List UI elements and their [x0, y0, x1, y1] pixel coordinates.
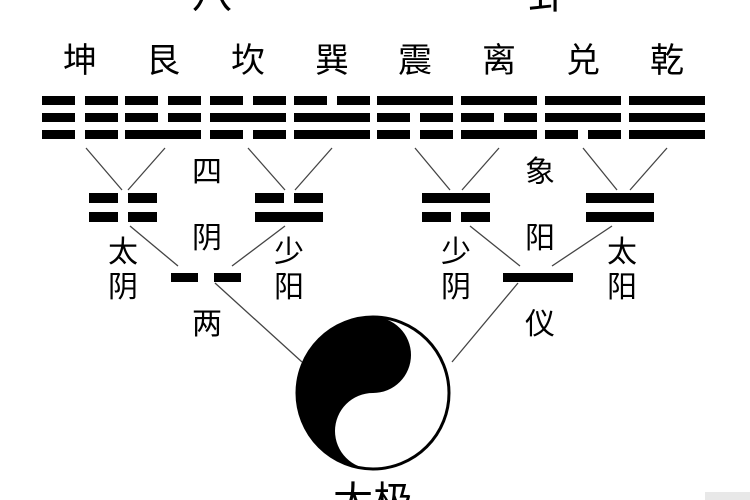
trigram-kan-line-1-yin-right — [253, 130, 286, 139]
connector-lines — [85, 147, 668, 363]
trigram-li-line-2-yin-left — [461, 113, 494, 122]
watermark-bar — [705, 492, 750, 500]
trigram-xun-line-2-yang — [294, 113, 370, 122]
taiyang-char-1: 太 — [607, 235, 637, 270]
trigram-kun-line-2-yin-right — [85, 113, 118, 122]
trigram-name-xun: 巽 — [315, 41, 349, 81]
two-modes-symbols — [171, 273, 573, 282]
four-image-shaoyang-line-1-yang — [255, 212, 323, 222]
trigram-name-dui: 兑 — [566, 41, 600, 81]
taiyang-char-2: 阳 — [607, 270, 637, 305]
trigram-gen-line-3-yin-left — [125, 96, 158, 105]
trigram-dui-line-2-yang — [545, 113, 621, 122]
four-image-shaoyang-line-2-yin-left — [255, 193, 284, 203]
trigram-li-line-2-yin-right — [504, 113, 537, 122]
trigram-dui-line-3-yang — [545, 96, 621, 105]
four-image-taiyang-line-1-yang — [586, 212, 654, 222]
trigram-qian-line-3-yang — [629, 96, 705, 105]
four-image-taiyin-line-1-yin-left — [89, 212, 118, 222]
two-mode-yin-line-1-yin-right — [214, 273, 241, 282]
four-images-label-si: 四 — [192, 155, 222, 190]
trigram-xun-line-1-yang — [294, 130, 370, 139]
trigram-kun-line-2-yin-left — [42, 113, 75, 122]
trigram-kun-line-1-yin-left — [42, 130, 75, 139]
header-eight: 八 — [192, 0, 232, 18]
trigram-kan-line-3-yin-left — [210, 96, 243, 105]
four-image-taiyin-line-1-yin-right — [128, 212, 157, 222]
trigram-li-line-3-yang — [461, 96, 537, 105]
trigram-zhen-line-2-yin-right — [420, 113, 453, 122]
header-trigrams: 卦 — [528, 0, 568, 18]
trigram-kan-line-1-yin-left — [210, 130, 243, 139]
trigram-name-kan: 坎 — [231, 41, 265, 81]
four-image-taiyang-line-2-yang — [586, 193, 654, 203]
four-image-shaoyin-line-1-yin-left — [422, 212, 451, 222]
shaoyang-char-1: 少 — [274, 235, 304, 270]
trigram-name-kun: 坤 — [63, 41, 97, 81]
trigram-name-li: 离 — [482, 41, 516, 81]
four-image-name-shaoyang: 少 阳 — [274, 235, 304, 305]
trigram-qian-line-2-yang — [629, 113, 705, 122]
four-images-inner-yang: 阳 — [525, 221, 555, 256]
trigram-zhen-line-1-yin-right — [420, 130, 453, 139]
four-image-name-shaoyin: 少 阴 — [441, 235, 471, 305]
shaoyin-char-1: 少 — [441, 235, 471, 270]
shaoyin-char-2: 阴 — [441, 270, 471, 305]
trigram-symbols — [42, 96, 705, 139]
trigram-zhen-line-3-yang — [377, 96, 453, 105]
trigram-kun-line-3-yin-right — [85, 96, 118, 105]
four-image-shaoyin-line-1-yin-right — [461, 212, 490, 222]
shaoyang-char-2: 阳 — [274, 270, 304, 305]
trigram-dui-line-1-yin-right — [588, 130, 621, 139]
trigram-kan-line-2-yang — [210, 113, 286, 122]
two-mode-yang-line-1-yang — [503, 273, 573, 282]
taiyin-char-1: 太 — [108, 235, 138, 270]
trigram-gen-line-3-yin-right — [168, 96, 201, 105]
trigram-gen-line-1-yang — [125, 130, 201, 139]
four-image-taiyin-line-2-yin-left — [89, 193, 118, 203]
four-image-name-taiyang: 太 阳 — [607, 235, 637, 305]
four-images-label-xiang: 象 — [525, 155, 555, 190]
two-modes-label-yi: 仪 — [525, 307, 555, 342]
trigram-name-zhen: 震 — [398, 41, 432, 81]
trigram-gen-line-2-yin-left — [125, 113, 158, 122]
yin-yang-icon — [295, 315, 451, 471]
trigram-name-qian: 乾 — [650, 41, 684, 81]
four-image-shaoyin-line-2-yang — [422, 193, 490, 203]
four-image-name-taiyin: 太 阴 — [108, 235, 138, 305]
supreme-ultimate-label: 太极 — [333, 479, 413, 500]
trigram-name-gen: 艮 — [146, 41, 180, 81]
trigram-xun-line-3-yin-left — [294, 96, 327, 105]
trigram-zhen-line-2-yin-left — [377, 113, 410, 122]
trigram-li-line-1-yang — [461, 130, 537, 139]
four-images-inner-yin: 阴 — [192, 221, 222, 256]
trigram-zhen-line-1-yin-left — [377, 130, 410, 139]
trigram-kun-line-1-yin-right — [85, 130, 118, 139]
trigram-dui-line-1-yin-left — [545, 130, 578, 139]
four-image-taiyin-line-2-yin-right — [128, 193, 157, 203]
trigram-names: 坤 艮 坎 巽 震 离 兑 乾 — [63, 41, 684, 81]
trigram-qian-line-1-yang — [629, 130, 705, 139]
taiyin-char-2: 阴 — [108, 270, 138, 305]
trigram-kan-line-3-yin-right — [253, 96, 286, 105]
four-images-symbols — [89, 193, 654, 222]
two-mode-yin-line-1-yin-left — [171, 273, 198, 282]
two-modes-label-liang: 两 — [192, 307, 222, 342]
trigram-gen-line-2-yin-right — [168, 113, 201, 122]
trigram-kun-line-3-yin-left — [42, 96, 75, 105]
four-image-shaoyang-line-2-yin-right — [294, 193, 323, 203]
trigram-xun-line-3-yin-right — [337, 96, 370, 105]
